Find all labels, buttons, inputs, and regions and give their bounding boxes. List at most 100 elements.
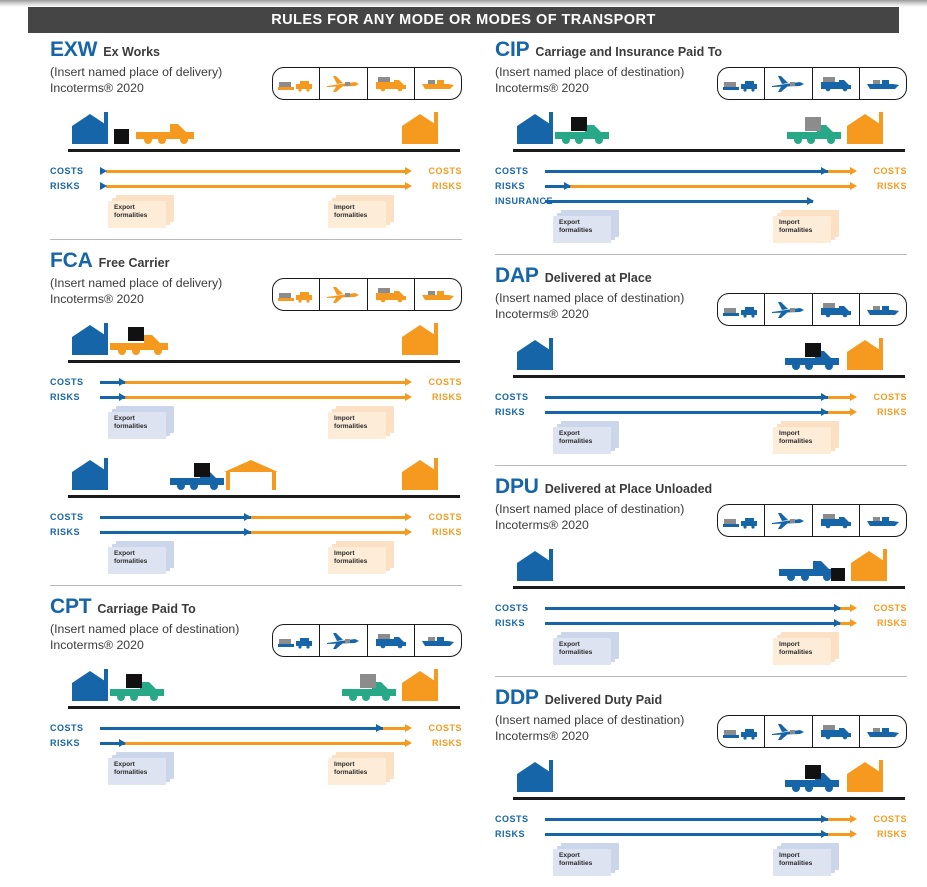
mode-rail-icon[interactable] bbox=[273, 625, 321, 656]
mode-sea-icon[interactable] bbox=[415, 279, 461, 310]
mode-rail-icon[interactable] bbox=[718, 716, 766, 747]
ground-line bbox=[68, 495, 460, 498]
arrow-track bbox=[100, 166, 414, 175]
delivery-truck-icon bbox=[340, 677, 398, 706]
buyer-truck-icon bbox=[134, 118, 196, 149]
mode-sea-icon[interactable] bbox=[415, 625, 461, 656]
incoterm-code: CIP bbox=[495, 38, 530, 61]
mode-rail-icon[interactable] bbox=[718, 294, 766, 325]
mode-rail-icon[interactable] bbox=[718, 68, 766, 99]
arrow-label-left: COSTS bbox=[50, 377, 84, 387]
cargo-box bbox=[805, 765, 821, 784]
mode-air-icon[interactable] bbox=[320, 68, 368, 99]
mode-air-icon[interactable] bbox=[320, 279, 368, 310]
buyer-factory-icon bbox=[398, 667, 444, 706]
arrow-row-costs: COSTS COSTS bbox=[50, 163, 462, 178]
delivery-truck-icon bbox=[783, 346, 841, 375]
mode-sea-icon[interactable] bbox=[860, 68, 906, 99]
ground-line bbox=[513, 586, 905, 589]
mode-road-icon[interactable] bbox=[368, 625, 415, 656]
transport-modes bbox=[717, 67, 907, 100]
arrow-label-right: RISKS bbox=[431, 181, 462, 191]
mode-road-icon[interactable] bbox=[813, 716, 860, 747]
arrow-track bbox=[100, 392, 414, 401]
mode-road-icon[interactable] bbox=[813, 505, 860, 536]
section-divider bbox=[50, 585, 462, 586]
cargo-box bbox=[194, 463, 210, 482]
page-header: RULES FOR ANY MODE OR MODES OF TRANSPORT bbox=[28, 7, 899, 33]
arrow-row-risks: RISKS RISKS bbox=[495, 404, 907, 419]
incoterm-block-exw: EXW Ex Works (Insert named place of deli… bbox=[42, 38, 462, 239]
mode-sea-icon[interactable] bbox=[415, 68, 461, 99]
mode-road-icon[interactable] bbox=[368, 68, 415, 99]
arrow-label-right: COSTS bbox=[873, 392, 907, 402]
right-column: CIP Carriage and Insurance Paid To (Inse… bbox=[487, 38, 907, 887]
mode-rail-icon[interactable] bbox=[273, 68, 321, 99]
ground-line bbox=[68, 706, 460, 709]
incoterm-subtitle: (Insert named place of delivery) Incoter… bbox=[50, 65, 223, 95]
arrow-track bbox=[545, 829, 859, 838]
seller-factory-icon bbox=[513, 758, 559, 797]
incoterm-name: Carriage and Insurance Paid To bbox=[535, 45, 723, 59]
seller-factory-icon bbox=[68, 667, 114, 706]
mode-air-icon[interactable] bbox=[320, 625, 368, 656]
arrow-label-right: RISKS bbox=[876, 181, 907, 191]
arrow-row-risks: RISKS RISKS bbox=[50, 389, 462, 404]
cargo-box-unloaded bbox=[831, 568, 845, 586]
seller-truck-icon bbox=[168, 466, 226, 495]
incoterm-block-cip: CIP Carriage and Insurance Paid To (Inse… bbox=[487, 38, 907, 254]
incoterm-heading: DAP Delivered at Place bbox=[495, 264, 907, 288]
arrow-label-right: RISKS bbox=[876, 618, 907, 628]
mode-air-icon[interactable] bbox=[765, 68, 813, 99]
mode-air-icon[interactable] bbox=[765, 716, 813, 747]
buyer-factory-icon bbox=[843, 758, 889, 797]
arrow-label-left: INSURANCE bbox=[495, 196, 554, 206]
arrow-label-left: RISKS bbox=[495, 407, 526, 417]
mode-air-icon[interactable] bbox=[765, 294, 813, 325]
incoterm-code: FCA bbox=[50, 249, 93, 272]
arrow-row-costs: COSTS COSTS bbox=[495, 811, 907, 826]
mode-rail-icon[interactable] bbox=[718, 505, 766, 536]
buyer-factory-icon bbox=[843, 336, 889, 375]
mode-road-icon[interactable] bbox=[368, 279, 415, 310]
mode-sea-icon[interactable] bbox=[860, 716, 906, 747]
mode-road-icon[interactable] bbox=[813, 294, 860, 325]
buyer-factory-icon bbox=[847, 547, 893, 586]
section-divider bbox=[495, 254, 907, 255]
terminal-icon bbox=[222, 458, 280, 495]
transport-modes bbox=[717, 715, 907, 748]
arrow-row-risks: RISKS RISKS bbox=[50, 735, 462, 750]
mode-sea-icon[interactable] bbox=[860, 294, 906, 325]
arrow-track bbox=[545, 618, 859, 627]
incoterm-name: Ex Works bbox=[103, 45, 160, 59]
mode-air-icon[interactable] bbox=[765, 505, 813, 536]
arrow-label-left: RISKS bbox=[50, 392, 81, 402]
mode-sea-icon[interactable] bbox=[860, 505, 906, 536]
incoterm-block-dpu: DPU Delivered at Place Unloaded (Insert … bbox=[487, 475, 907, 676]
arrow-row-costs: COSTS COSTS bbox=[495, 389, 907, 404]
ground-line bbox=[513, 375, 905, 378]
ground-line bbox=[513, 797, 905, 800]
delivery-truck-icon bbox=[785, 120, 843, 149]
arrow-row-risks: RISKS RISKS bbox=[495, 826, 907, 841]
mode-rail-icon[interactable] bbox=[273, 279, 321, 310]
arrow-label-left: COSTS bbox=[50, 723, 84, 733]
arrow-label-left: COSTS bbox=[50, 166, 84, 176]
cargo-box bbox=[128, 327, 144, 346]
incoterm-name: Free Carrier bbox=[98, 256, 170, 270]
arrow-row-risks: RISKS RISKS bbox=[495, 615, 907, 630]
mode-road-icon[interactable] bbox=[813, 68, 860, 99]
arrow-track bbox=[100, 738, 414, 747]
arrow-row-costs: COSTS COSTS bbox=[495, 163, 907, 178]
ground-line bbox=[68, 360, 460, 363]
seller-factory-icon bbox=[68, 110, 114, 149]
